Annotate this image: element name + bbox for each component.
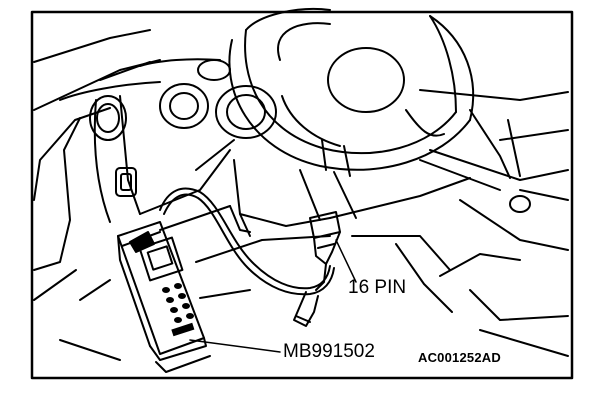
steering-column bbox=[233, 159, 471, 237]
right-dashboard bbox=[419, 89, 569, 251]
tester-keypad bbox=[162, 283, 195, 337]
diagnostic-connector bbox=[309, 211, 341, 291]
dashboard bbox=[33, 29, 251, 301]
connector-leader-line bbox=[335, 239, 357, 283]
figure-code-label: AC001252AD bbox=[418, 350, 501, 365]
floor-area bbox=[59, 235, 569, 361]
steering-wheel bbox=[228, 8, 475, 221]
figure-frame bbox=[30, 10, 574, 380]
switch-panel bbox=[115, 167, 137, 197]
left-air-vent bbox=[89, 95, 127, 141]
connector-label: 16 PIN bbox=[348, 277, 407, 298]
tool-part-number-label: MB991502 bbox=[283, 341, 375, 362]
tester-cable bbox=[159, 187, 335, 296]
handheld-tester bbox=[117, 221, 211, 373]
adapter-plug bbox=[293, 291, 319, 327]
